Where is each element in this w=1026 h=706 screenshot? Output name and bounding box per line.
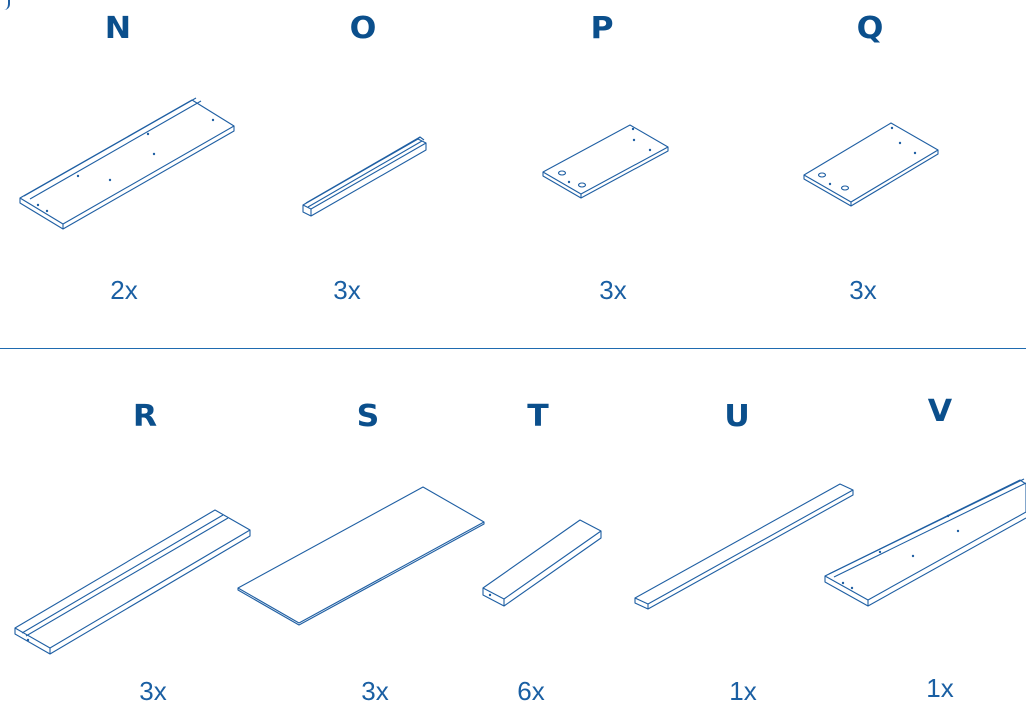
part-quantity-o: 3x (333, 275, 361, 305)
part-letter-p: P (590, 11, 614, 46)
part-n-illustration (19, 97, 235, 230)
part-quantity-n: 2x (110, 275, 138, 305)
part-u-illustration (634, 483, 854, 610)
part-p-illustration (542, 124, 669, 199)
part-letter-n: N (104, 11, 132, 46)
part-quantity-p: 3x (599, 275, 627, 305)
part-o-illustration (302, 136, 427, 217)
part-quantity-s: 3x (361, 676, 389, 706)
part-letter-u: U (724, 399, 750, 434)
part-v-illustration (824, 478, 1026, 607)
part-quantity-t: 6x (517, 676, 545, 706)
part-letter-r: R (132, 399, 158, 434)
part-quantity-v: 1x (926, 673, 954, 703)
part-letter-t: T (527, 399, 549, 434)
page-corner-mark (0, 0, 10, 10)
part-letter-q: Q (856, 11, 884, 46)
part-quantity-u: 1x (729, 676, 757, 706)
part-letter-o: O (349, 11, 377, 46)
part-r-illustration (14, 509, 251, 655)
part-s-illustration (237, 486, 485, 626)
part-letter-v: V (927, 394, 953, 429)
part-t-illustration (482, 519, 602, 607)
section-divider (0, 348, 1026, 349)
part-q-illustration (803, 122, 939, 207)
part-letter-s: S (356, 399, 380, 434)
part-quantity-q: 3x (849, 275, 877, 305)
part-quantity-r: 3x (139, 676, 167, 706)
